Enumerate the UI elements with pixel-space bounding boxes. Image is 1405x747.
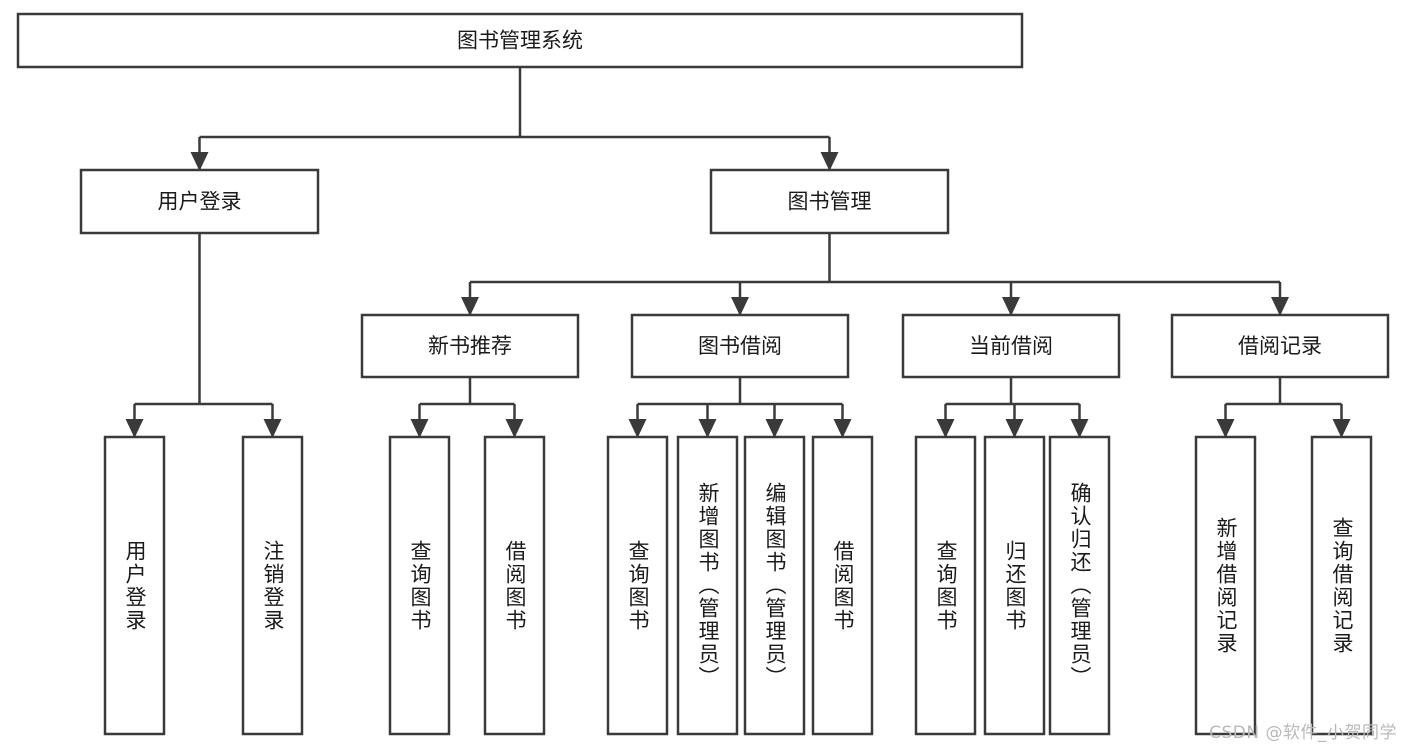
node-box-leaf-add-book[interactable] xyxy=(676,435,739,736)
node-label-user-login: 用户登录 xyxy=(158,190,242,214)
node-box-leaf-user-logout[interactable] xyxy=(241,435,304,736)
node-box-root[interactable] xyxy=(16,12,1024,69)
arrow-head-icon xyxy=(410,419,429,438)
node-box-user-login[interactable] xyxy=(79,168,320,235)
node-label-book-borrow: 图书借阅 xyxy=(698,334,782,358)
node-box-book-manage[interactable] xyxy=(709,168,950,235)
arrow-head-icon xyxy=(1271,297,1289,316)
node-box-leaf-user-login[interactable] xyxy=(103,435,166,736)
arrow-head-icon xyxy=(1005,419,1024,438)
node-box-borrow-record[interactable] xyxy=(1170,313,1390,379)
node-box-leaf-borrow-book-1[interactable] xyxy=(483,435,546,736)
node-label-borrow-record: 借阅记录 xyxy=(1238,334,1322,358)
arrow-head-icon xyxy=(1070,419,1089,438)
node-box-leaf-edit-book[interactable] xyxy=(743,435,806,736)
node-box-book-borrow[interactable] xyxy=(630,313,850,379)
node-label-book-manage: 图书管理 xyxy=(788,190,872,214)
arrow-head-icon xyxy=(190,152,209,171)
arrow-head-icon xyxy=(698,419,717,438)
node-box-leaf-borrow-book-2[interactable] xyxy=(811,435,874,736)
node-label-current-borrow: 当前借阅 xyxy=(969,334,1053,358)
node-box-new-book-rec[interactable] xyxy=(360,313,580,379)
node-label-root: 图书管理系统 xyxy=(457,29,583,53)
arrow-head-icon xyxy=(628,419,647,438)
arrow-head-icon xyxy=(1216,419,1235,438)
node-box-leaf-query-record[interactable] xyxy=(1310,435,1373,736)
arrow-head-icon xyxy=(461,297,479,316)
arrow-head-icon xyxy=(1332,419,1351,438)
arrow-head-icon xyxy=(125,419,144,438)
arrow-head-icon xyxy=(731,297,749,316)
node-box-leaf-query-book-3[interactable] xyxy=(914,435,977,736)
arrow-head-icon xyxy=(833,419,852,438)
arrow-head-icon xyxy=(263,419,282,438)
node-label-new-book-rec: 新书推荐 xyxy=(428,334,512,358)
arrow-head-icon xyxy=(936,419,955,438)
node-box-leaf-query-book-1[interactable] xyxy=(388,435,451,736)
arrow-head-icon xyxy=(765,419,784,438)
arrow-head-icon xyxy=(505,419,524,438)
node-box-leaf-add-record[interactable] xyxy=(1194,435,1257,736)
watermark-text: CSDN @软件_小贺同学 xyxy=(1209,723,1397,743)
node-box-leaf-confirm-return[interactable] xyxy=(1048,435,1111,736)
node-box-leaf-query-book-2[interactable] xyxy=(606,435,669,736)
arrow-head-icon xyxy=(820,152,839,171)
node-box-layer xyxy=(16,12,1390,736)
node-box-current-borrow[interactable] xyxy=(901,313,1121,379)
arrow-head-icon xyxy=(1002,297,1020,316)
connector-layer xyxy=(125,67,1351,438)
node-box-leaf-return-book[interactable] xyxy=(983,435,1046,736)
